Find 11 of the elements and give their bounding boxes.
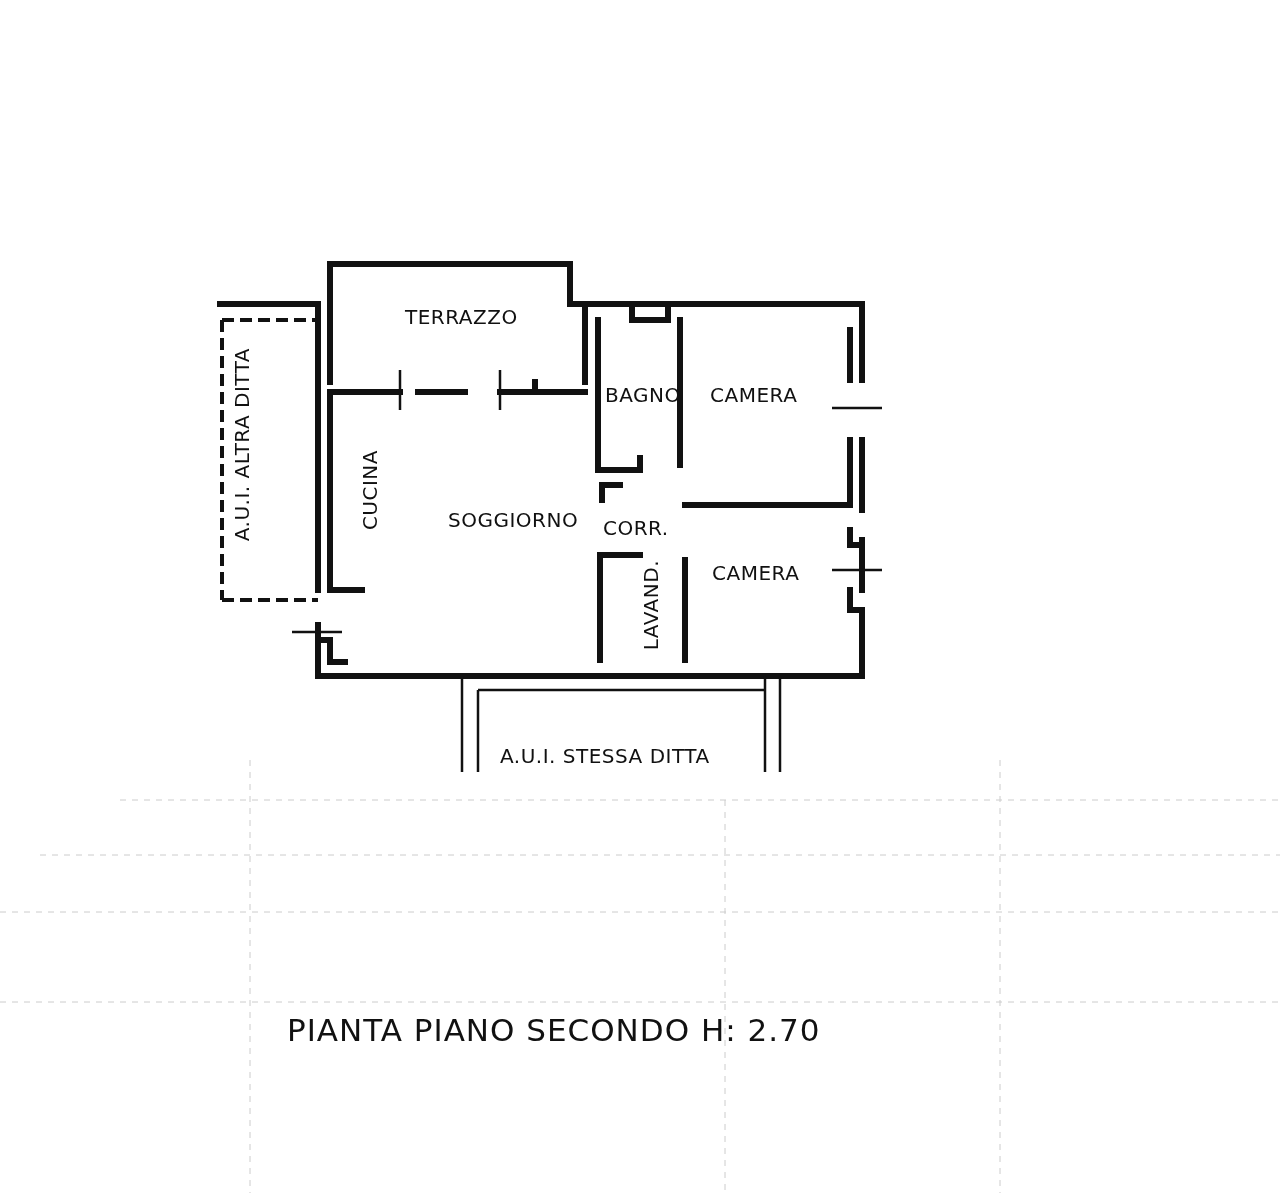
room-label: CUCINA [360, 450, 380, 531]
room-label: A.U.I. STESSA DITTA [500, 746, 710, 766]
room-label: SOGGIORNO [448, 510, 579, 530]
room-label: CORR. [603, 518, 669, 538]
room-label: TERRAZZO [405, 307, 518, 327]
room-label: LAVAND. [641, 560, 661, 651]
plan-caption: PIANTA PIANO SECONDO H: 2.70 [287, 1012, 821, 1048]
room-label: CAMERA [710, 385, 798, 405]
room-label: CAMERA [712, 563, 800, 583]
room-label: A.U.I. ALTRA DITTA [232, 348, 252, 542]
room-label: BAGNO [605, 385, 681, 405]
